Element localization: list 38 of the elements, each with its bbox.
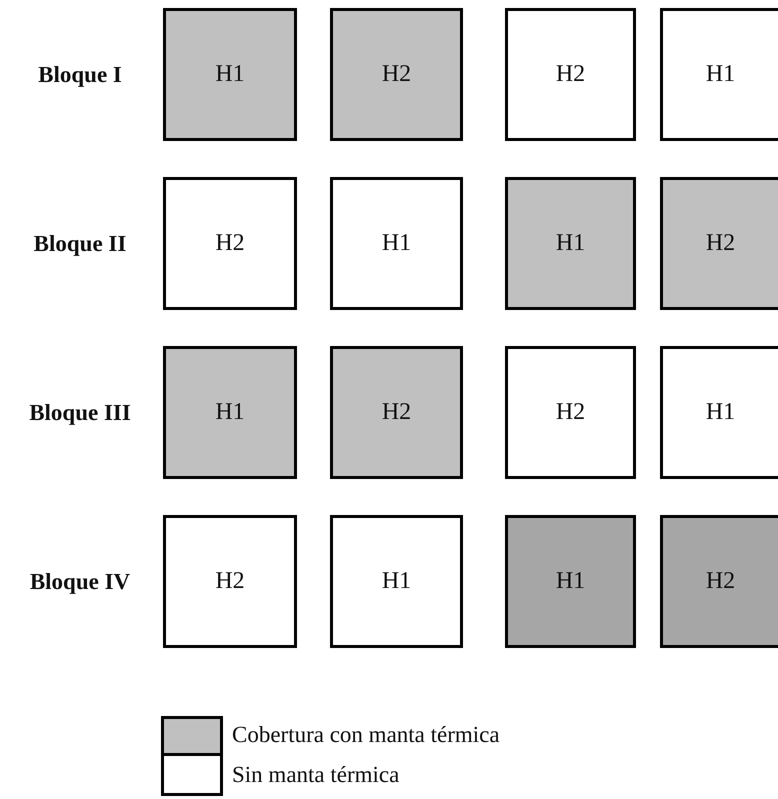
- plot-label: H2: [556, 399, 586, 426]
- plot-label: H2: [556, 61, 586, 88]
- plot-label: H2: [382, 399, 412, 426]
- plot-box: [660, 515, 778, 648]
- plot-label: H1: [215, 399, 245, 426]
- plot-label: H1: [556, 568, 586, 595]
- block-label: Bloque IV: [30, 568, 130, 594]
- plot-box: [330, 515, 463, 648]
- plot-box: [660, 346, 778, 479]
- plot-label: H1: [382, 568, 412, 595]
- plot-box: [163, 177, 297, 310]
- legend-text: Cobertura con manta térmica: [232, 722, 500, 748]
- plot-label: H1: [706, 61, 736, 88]
- plot-box: [163, 515, 297, 648]
- plot-box: [330, 346, 463, 479]
- legend-text: Sin manta térmica: [232, 762, 400, 788]
- plot-box: [163, 346, 297, 479]
- plot-box: [330, 8, 463, 141]
- plot-label: H1: [706, 399, 736, 426]
- block-label: Bloque II: [34, 230, 126, 256]
- plot-box: [330, 177, 463, 310]
- plot-label: H1: [382, 230, 412, 257]
- plot-label: H2: [706, 230, 736, 257]
- plot-box: [163, 8, 297, 141]
- block-label: Bloque III: [29, 400, 131, 426]
- plot-label: H2: [215, 230, 245, 257]
- plot-box: [660, 8, 778, 141]
- plot-label: H2: [706, 568, 736, 595]
- plot-box: [505, 515, 636, 648]
- plot-box: [505, 8, 636, 141]
- plot-box: [505, 177, 636, 310]
- plot-label: H1: [215, 61, 245, 88]
- plot-box: [660, 177, 778, 310]
- plot-label: H1: [556, 230, 586, 257]
- plot-label: H2: [382, 61, 412, 88]
- block-label: Bloque I: [38, 62, 122, 88]
- plot-label: H2: [215, 568, 245, 595]
- plot-box: [505, 346, 636, 479]
